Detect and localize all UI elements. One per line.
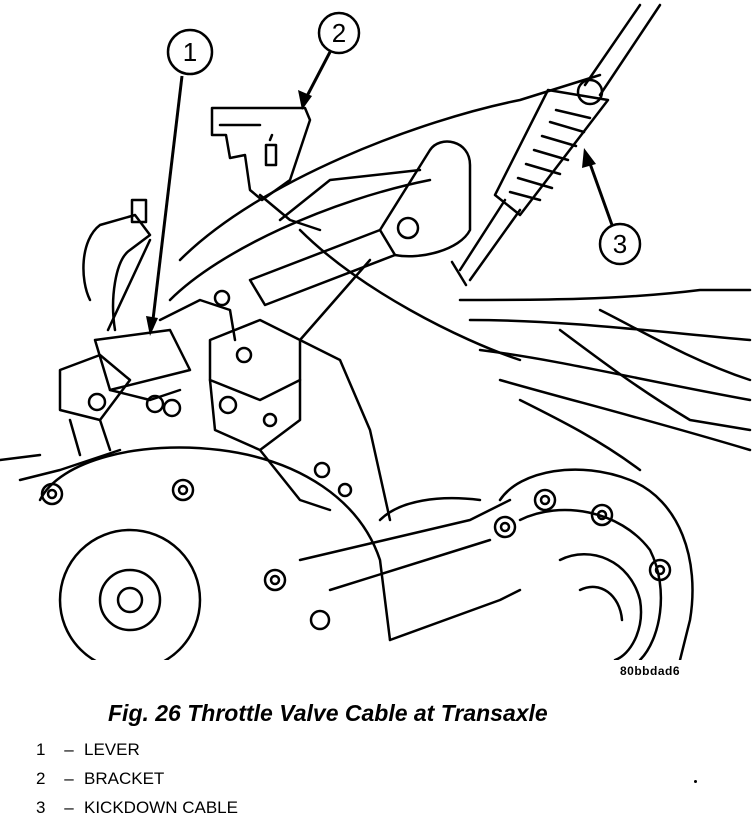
stray-dot	[694, 780, 697, 783]
legend-dash: –	[64, 769, 74, 788]
legend-item-number: 1	[36, 740, 46, 759]
legend-item-number: 2	[36, 769, 46, 788]
callout-legend: 1–LEVER 2–BRACKET 3–KICKDOWN CABLE	[36, 735, 238, 822]
figure-caption: Fig. 26 Throttle Valve Cable at Transaxl…	[108, 700, 548, 726]
engine-cover	[0, 446, 392, 660]
axle-flange	[493, 468, 694, 660]
transaxle-housing	[168, 73, 752, 472]
legend-item: 2–BRACKET	[36, 764, 238, 793]
mount-bracket	[208, 318, 392, 522]
legend-item-label: BRACKET	[84, 769, 165, 788]
legend-item-number: 3	[36, 798, 46, 817]
legend-item-label: KICKDOWN CABLE	[84, 798, 238, 817]
callout-1-number: 1	[183, 37, 197, 67]
legend-item-label: LEVER	[84, 740, 140, 759]
callout-3: 3	[582, 148, 642, 266]
callout-2-number: 2	[332, 18, 346, 48]
legend-item: 3–KICKDOWN CABLE	[36, 793, 238, 822]
support-bracket-member	[298, 496, 522, 642]
figure-reference-code: 80bbdad6	[620, 664, 681, 678]
throttle-lever-assembly	[58, 198, 237, 457]
flange-bolts-left	[40, 478, 331, 631]
kickdown-cable	[450, 3, 662, 287]
lever-rod	[248, 140, 472, 342]
legend-dash: –	[64, 740, 74, 759]
callout-1: 1	[146, 28, 214, 336]
legend-item: 1–LEVER	[36, 735, 238, 764]
legend-dash: –	[64, 798, 74, 817]
callout-3-number: 3	[613, 229, 627, 259]
throttle-valve-cable-illustration: 1 2 3	[0, 3, 752, 660]
cable-bracket	[210, 106, 422, 232]
callout-2: 2	[298, 11, 361, 110]
